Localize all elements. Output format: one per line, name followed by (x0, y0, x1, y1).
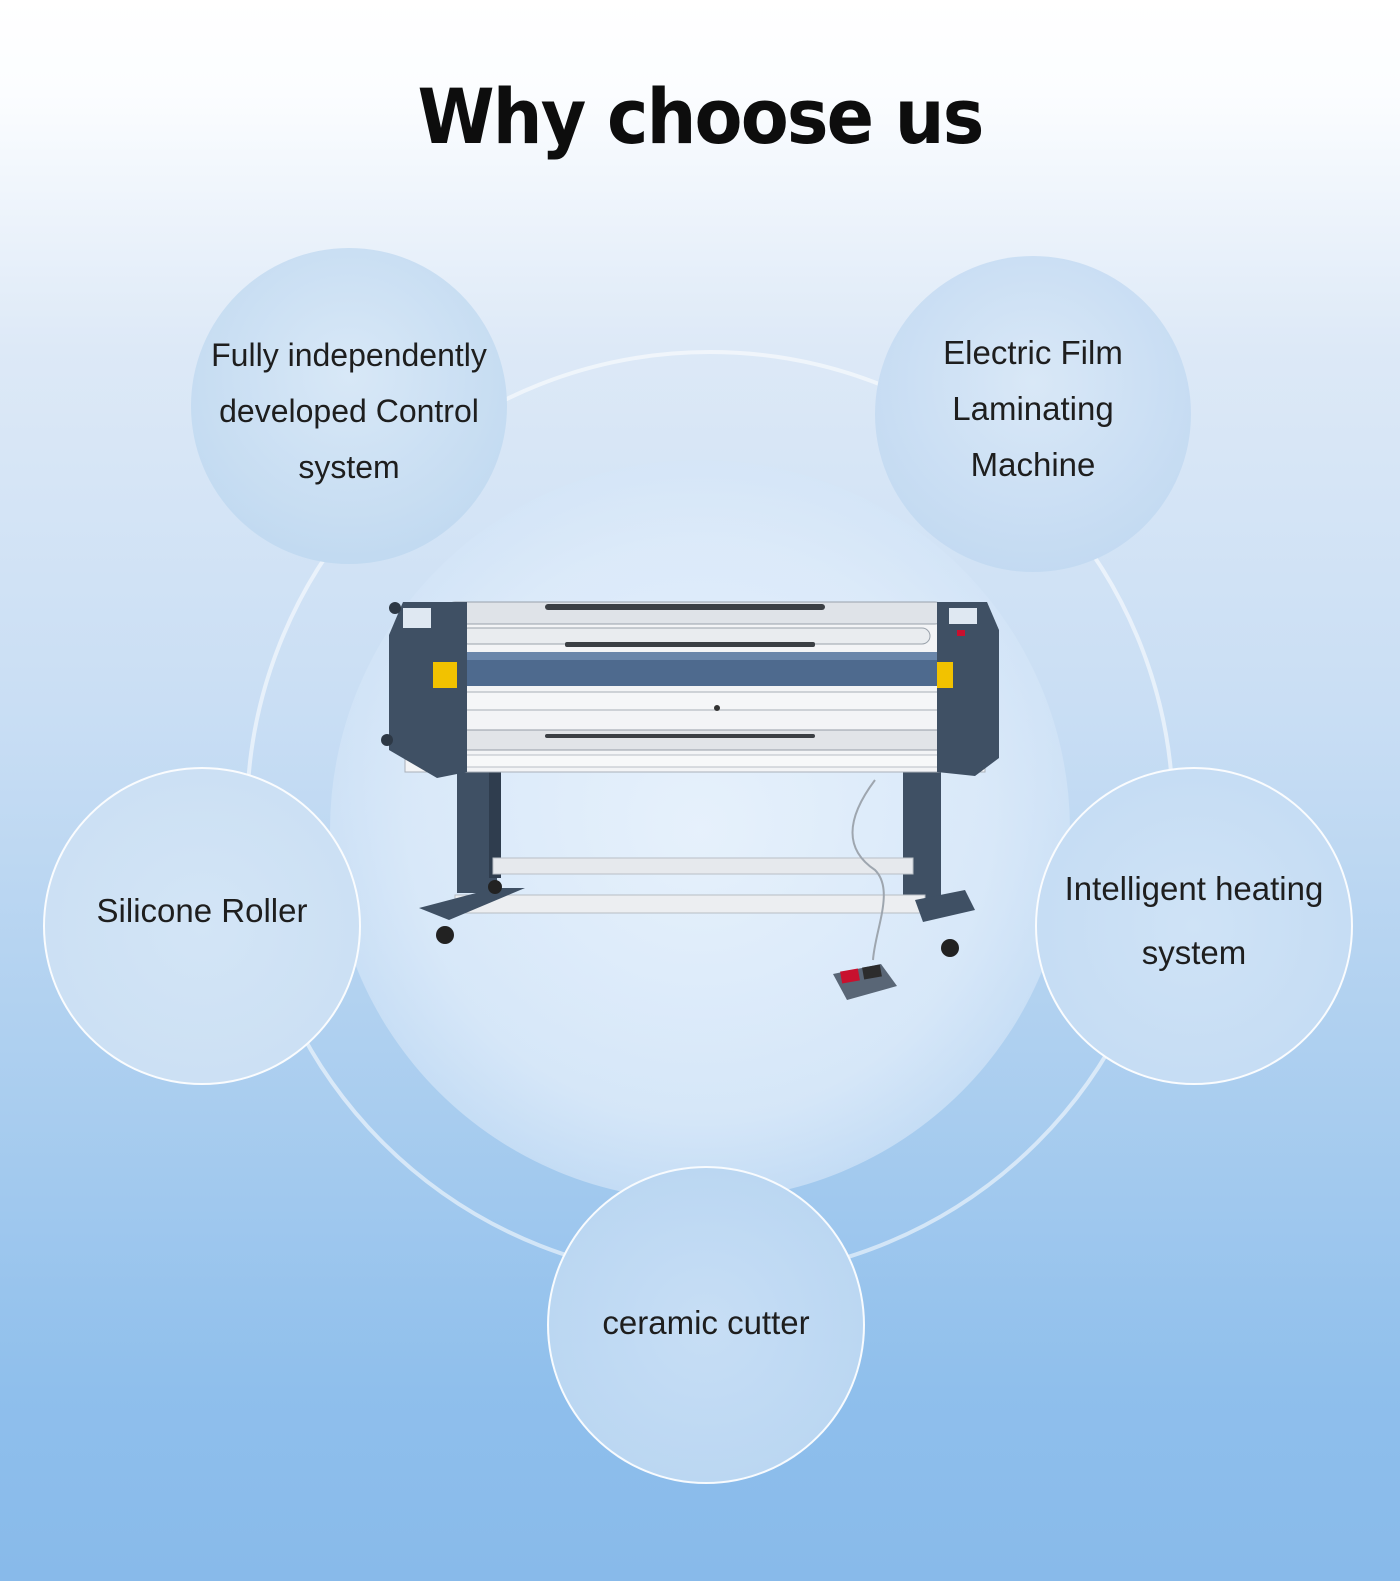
page-title: Why choose us (417, 72, 985, 161)
feature-heating-system: Intelligent heating system (1035, 767, 1353, 1085)
feature-silicone-roller: Silicone Roller (43, 767, 361, 1085)
feature-ceramic-cutter: ceramic cutter (547, 1166, 865, 1484)
feature-control-system: Fully independently developed Control sy… (191, 248, 507, 564)
center-halo (330, 460, 1070, 1200)
laminating-machine-image (381, 601, 999, 1000)
feature-laminating-machine: Electric Film Laminating Machine (875, 256, 1191, 572)
